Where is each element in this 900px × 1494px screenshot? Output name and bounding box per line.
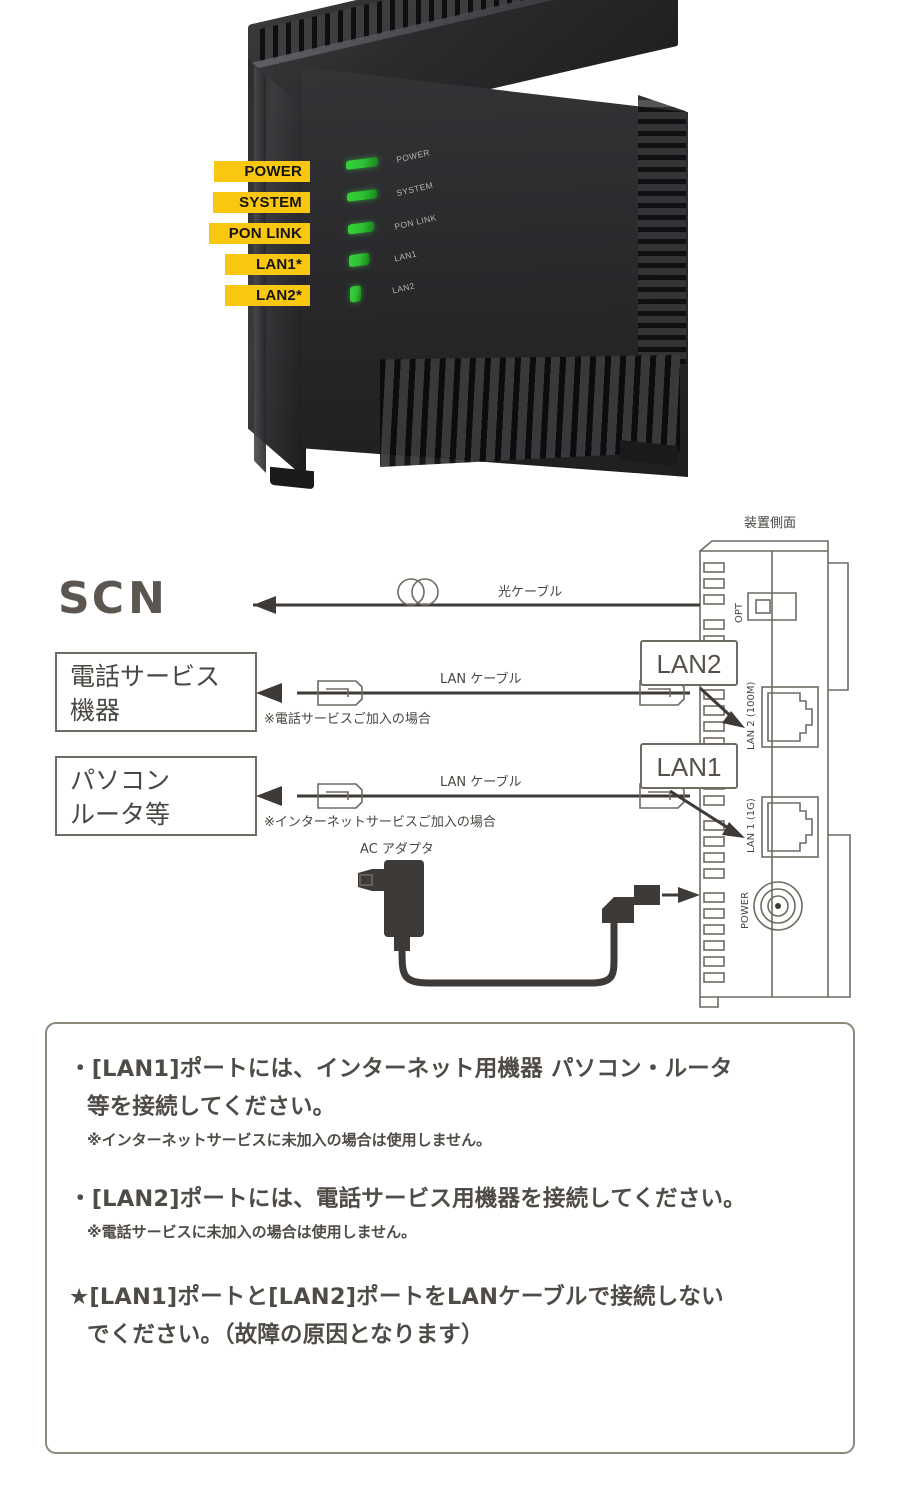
notice-item-1-text: [LAN1]ポートには、インターネット用機器 パソコン・ルータ	[91, 1056, 733, 1082]
silkscreen-lan2: LAN 2 (100M)	[746, 682, 757, 750]
telephone-box-line1: 電話サービス	[70, 662, 220, 691]
notice-item-2-main: ・[LAN2]ポートには、電話サービス用機器を接続してください。	[69, 1180, 837, 1218]
callout-system: SYSTEM	[213, 192, 310, 213]
notice-item-3-bullet: ★	[69, 1284, 90, 1310]
callout-lan2: LAN2*	[225, 285, 310, 306]
scn-logo: SCИ	[58, 573, 165, 624]
notice-item-1-main2: 等を接続してください。	[87, 1094, 336, 1120]
device-side-vents	[638, 95, 686, 365]
ac-adapter-label: AC アダプタ	[360, 842, 434, 857]
led-lan1	[349, 252, 369, 268]
opt-port	[747, 592, 797, 621]
device-side-view: OPT LAN 2 (100M) LAN 1 (1G) POWER 装置側面	[699, 516, 851, 1008]
connection-diagram: SCИ	[0, 505, 900, 1015]
telephone-service-box: 電話サービス 機器	[55, 652, 257, 732]
onu-device-illustration: POWER SYSTEM PON LINK LAN1 LAN2	[240, 0, 710, 490]
lan1-jack	[761, 796, 819, 858]
port-tag-lan1-label: LAN1	[656, 752, 721, 782]
port-tag-lan2: LAN2	[640, 640, 745, 728]
notice-item-3-main2: でください。（故障の原因となります）	[87, 1322, 484, 1348]
telephone-note: ※電話サービスご加入の場合	[264, 711, 431, 727]
device-photo-section: POWER SYSTEM PON LINK LAN1 LAN2 POWER SY…	[0, 0, 900, 500]
callout-power: POWER	[214, 161, 310, 182]
notice-item-2-bullet: ・	[69, 1186, 92, 1212]
lan-cable-label-2: LAN ケーブル	[440, 774, 522, 790]
diagram-svg: OPT LAN 2 (100M) LAN 1 (1G) POWER 装置側面 光…	[55, 516, 851, 1008]
pc-box-line2: ルータ等	[70, 800, 170, 829]
silkscreen-lan1: LAN 1 (1G)	[746, 798, 757, 853]
pc-note: ※インターネットサービスご加入の場合	[264, 814, 496, 830]
device-foot-left	[270, 466, 314, 490]
optical-cable-label: 光ケーブル	[498, 584, 562, 600]
notice-item-2-text: [LAN2]ポートには、電話サービス用機器を接続してください。	[91, 1186, 746, 1212]
power-jack	[753, 881, 803, 931]
notice-item-1: ・[LAN1]ポートには、インターネット用機器 パソコン・ルータ 等を接続してく…	[69, 1050, 837, 1153]
notice-item-1-sub: ※インターネットサービスに未加入の場合は使用しません。	[87, 1131, 492, 1149]
lan-cable-telephone: LAN ケーブル ※電話サービスご加入の場合	[256, 671, 690, 727]
side-view-title: 装置側面	[744, 516, 796, 531]
telephone-box-line2: 機器	[70, 696, 120, 725]
callout-pon-link: PON LINK	[209, 223, 310, 244]
notice-item-1-bullet: ・	[69, 1056, 92, 1082]
lan2-jack	[761, 686, 819, 748]
lan-cable-label-1: LAN ケーブル	[440, 671, 522, 687]
notice-item-3: ★[LAN1]ポートと[LAN2]ポートをLANケーブルで接続しない でください…	[69, 1278, 837, 1354]
optical-cable-run: 光ケーブル	[253, 578, 700, 614]
led-lan2	[350, 285, 361, 303]
silkscreen-power: POWER	[740, 892, 751, 929]
port-tag-lan2-label: LAN2	[656, 649, 721, 679]
notice-item-2-sub: ※電話サービスに未加入の場合は使用しません。	[87, 1223, 417, 1241]
ac-adapter: AC アダプタ	[358, 842, 700, 987]
notice-item-3-main: ★[LAN1]ポートと[LAN2]ポートをLANケーブルで接続しない	[69, 1278, 837, 1316]
pc-box-line1: パソコン	[70, 766, 170, 795]
scn-logo-flipped-n: И	[125, 573, 165, 624]
callout-lan1: LAN1*	[225, 254, 310, 275]
scn-logo-text: SC	[58, 573, 126, 624]
notice-box: ・[LAN1]ポートには、インターネット用機器 パソコン・ルータ 等を接続してく…	[45, 1022, 855, 1454]
lan-cable-pc: LAN ケーブル ※インターネットサービスご加入の場合	[256, 774, 690, 830]
silkscreen-opt: OPT	[734, 602, 745, 623]
port-tag-lan1: LAN1	[640, 743, 745, 838]
notice-item-2: ・[LAN2]ポートには、電話サービス用機器を接続してください。 ※電話サービス…	[69, 1180, 837, 1245]
notice-item-3-text: [LAN1]ポートと[LAN2]ポートをLANケーブルで接続しない	[89, 1284, 724, 1310]
pc-router-box: パソコン ルータ等	[55, 756, 257, 836]
notice-item-1-main: ・[LAN1]ポートには、インターネット用機器 パソコン・ルータ	[69, 1050, 837, 1088]
